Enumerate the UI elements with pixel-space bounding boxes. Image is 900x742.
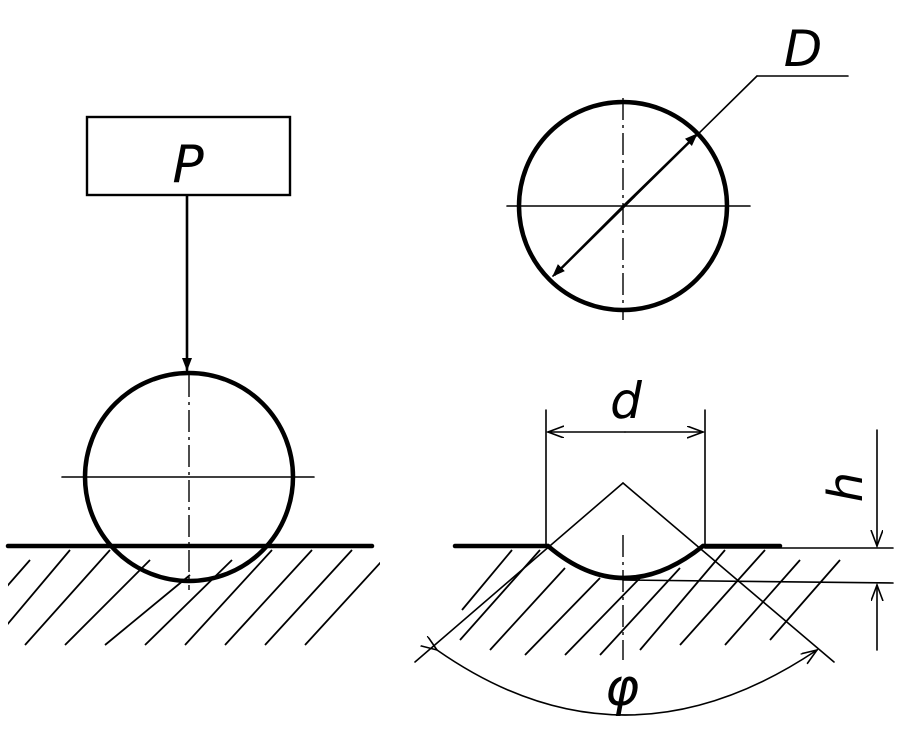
angle-line-right [622, 482, 835, 663]
ball-diameter-view: D [506, 20, 849, 320]
indentation-arc [545, 543, 706, 581]
d-label: d [610, 372, 642, 430]
diameter-line [554, 75, 758, 276]
hatching-right [459, 549, 841, 656]
diameter-arrow-lower [552, 205, 624, 277]
diameter-label: D [784, 20, 823, 78]
hatching-left [8, 549, 380, 646]
h-label: h [818, 472, 874, 502]
load-box [85, 115, 292, 197]
phi-label: φ [605, 658, 639, 718]
indentation-view: d h φ [414, 372, 894, 718]
diameter-arrow-upper [622, 133, 698, 207]
load-setup: P [5, 115, 380, 646]
h-ext-bottom [622, 579, 894, 584]
phi-arc [437, 650, 817, 716]
load-label: P [172, 135, 204, 195]
angle-line-left [414, 482, 624, 663]
